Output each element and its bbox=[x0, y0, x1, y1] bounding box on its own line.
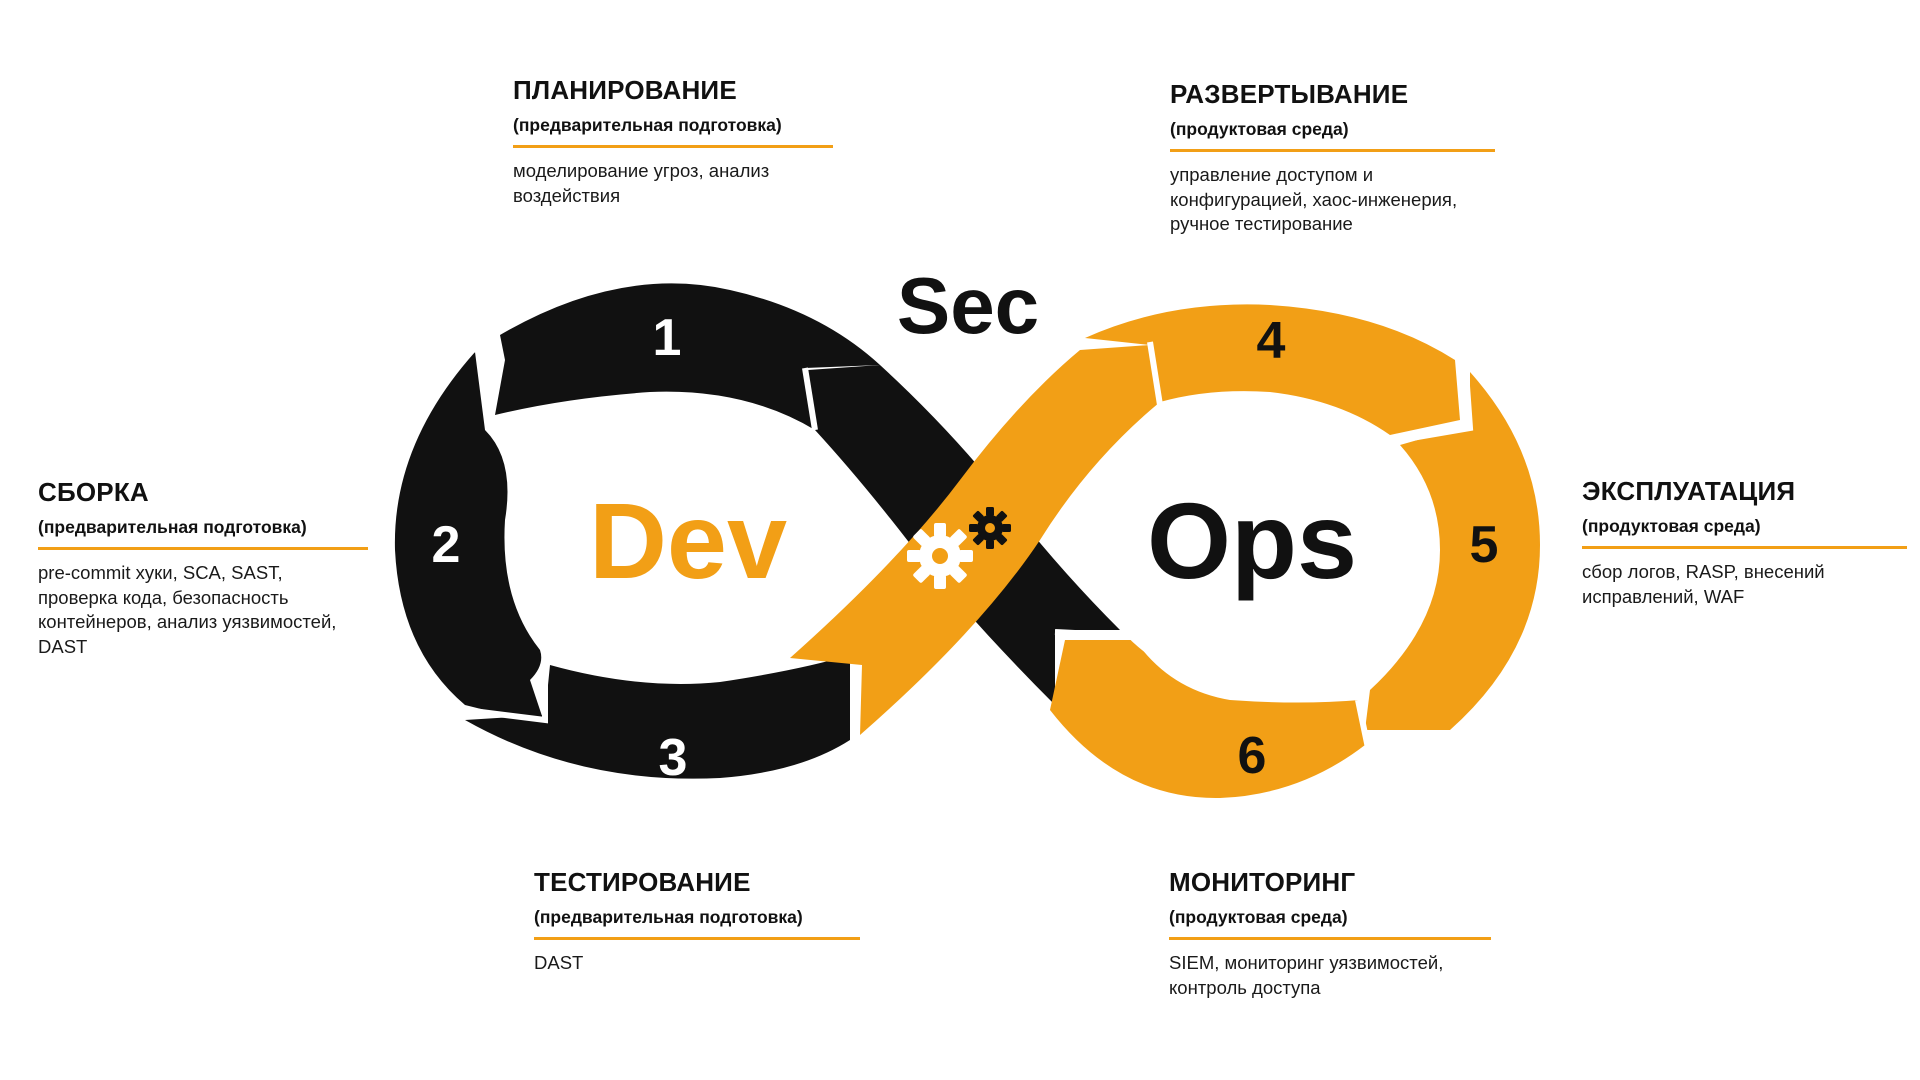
stage-test-divider bbox=[534, 937, 860, 940]
step-number-4: 4 bbox=[1257, 312, 1286, 370]
step-number-3: 3 bbox=[659, 729, 688, 787]
stage-test-subtitle: (предварительная подготовка) bbox=[534, 907, 803, 927]
dev-label: Dev bbox=[589, 480, 787, 601]
stage-build: СБОРКА (предварительная подготовка) pre-… bbox=[38, 476, 368, 659]
stage-build-description: pre-commit хуки, SCA, SAST, проверка код… bbox=[38, 562, 337, 657]
gear-icon bbox=[969, 507, 1011, 549]
segment-5 bbox=[1365, 372, 1540, 730]
segment-2 bbox=[394, 352, 545, 725]
stage-plan-subtitle: (предварительная подготовка) bbox=[513, 115, 782, 135]
stage-deploy-description: управление доступом и конфигурацией, хао… bbox=[1170, 164, 1458, 234]
stage-plan-description: моделирование угроз, анализ воздействия bbox=[513, 160, 770, 206]
segment-gaps bbox=[464, 328, 1474, 749]
stage-monitor-description: SIEM, мониторинг уязвимостей, контроль д… bbox=[1169, 952, 1444, 998]
stage-deploy: РАЗВЕРТЫВАНИЕ (продуктовая среда) управл… bbox=[1170, 78, 1510, 237]
sec-label: Sec bbox=[897, 261, 1039, 350]
gear-icon bbox=[907, 523, 973, 589]
stage-monitor-divider bbox=[1169, 937, 1491, 940]
stage-deploy-divider bbox=[1170, 149, 1495, 152]
dev-hole bbox=[505, 412, 805, 668]
stage-test: ТЕСТИРОВАНИЕ (предварительная подготовка… bbox=[534, 866, 860, 976]
stage-plan-divider bbox=[513, 145, 833, 148]
stage-monitor: МОНИТОРИНГ (продуктовая среда) SIEM, мон… bbox=[1169, 866, 1491, 1000]
stage-plan: ПЛАНИРОВАНИЕ (предварительная подготовка… bbox=[513, 74, 833, 208]
segment-6 bbox=[1050, 640, 1365, 799]
stage-operate-description: сбор логов, RASP, внесений исправлений, … bbox=[1582, 561, 1825, 607]
step-number-1: 1 bbox=[653, 309, 682, 367]
segment-4 bbox=[1085, 304, 1460, 435]
stage-deploy-subtitle: (продуктовая среда) bbox=[1170, 119, 1349, 139]
stage-operate-subtitle: (продуктовая среда) bbox=[1582, 516, 1761, 536]
stage-build-title: СБОРКА bbox=[38, 477, 149, 507]
stage-operate: ЭКСПЛУАТАЦИЯ (продуктовая среда) сбор ло… bbox=[1582, 475, 1907, 609]
step-number-6: 6 bbox=[1238, 727, 1267, 785]
stage-test-title: ТЕСТИРОВАНИЕ bbox=[534, 867, 751, 897]
stage-operate-divider bbox=[1582, 546, 1907, 549]
step-number-5: 5 bbox=[1470, 516, 1499, 574]
stage-monitor-title: МОНИТОРИНГ bbox=[1169, 867, 1356, 897]
stage-monitor-subtitle: (продуктовая среда) bbox=[1169, 907, 1348, 927]
step-number-2: 2 bbox=[432, 516, 461, 574]
segment-1 bbox=[495, 283, 880, 430]
stage-test-description: DAST bbox=[534, 952, 584, 973]
stage-plan-title: ПЛАНИРОВАНИЕ bbox=[513, 75, 737, 105]
ops-label: Ops bbox=[1147, 480, 1357, 601]
stage-operate-title: ЭКСПЛУАТАЦИЯ bbox=[1582, 476, 1796, 506]
segment-3 bbox=[465, 655, 850, 779]
stage-build-subtitle: (предварительная подготовка) bbox=[38, 517, 307, 537]
stage-build-divider bbox=[38, 547, 368, 550]
ops-hole bbox=[1090, 408, 1420, 688]
stage-deploy-title: РАЗВЕРТЫВАНИЕ bbox=[1170, 79, 1409, 109]
